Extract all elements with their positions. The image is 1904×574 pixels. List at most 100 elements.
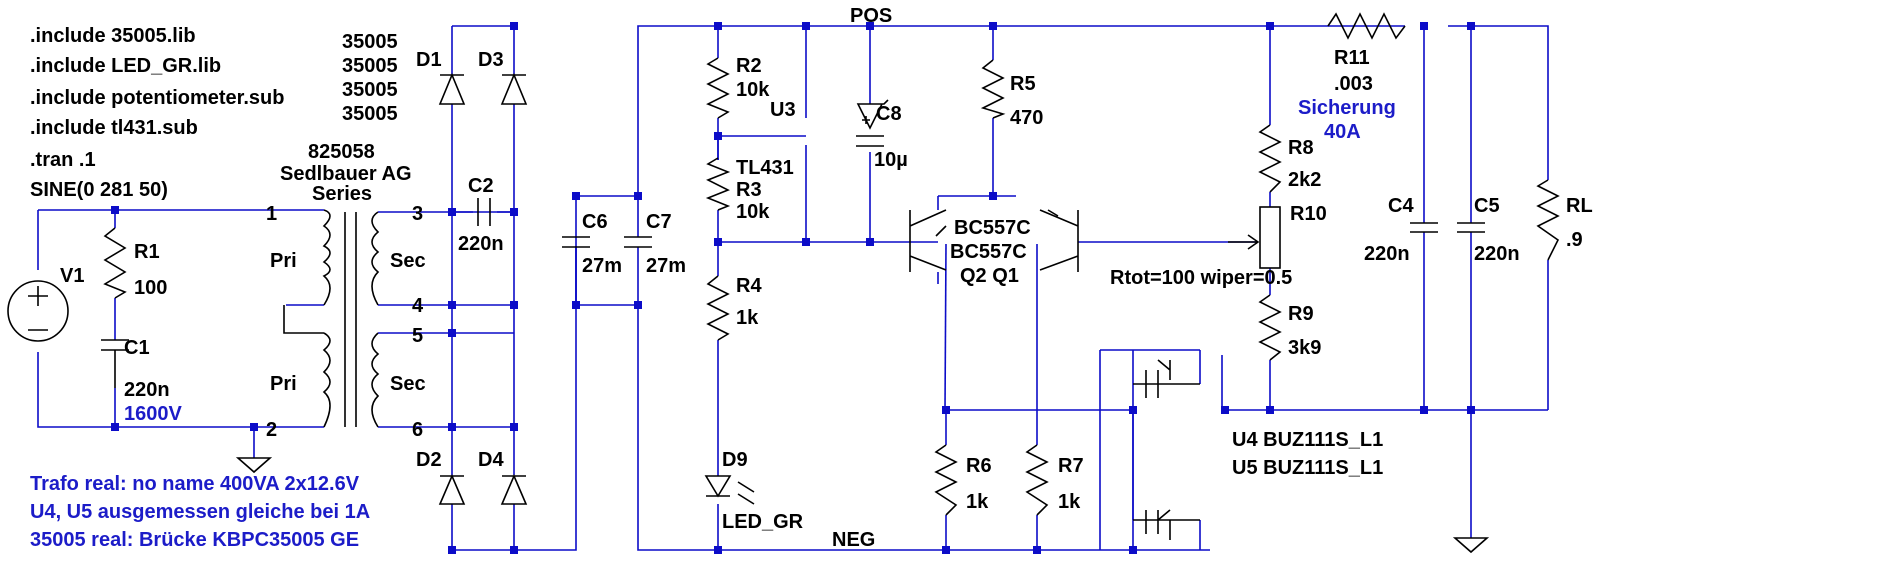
mosfet-u4[interactable] <box>1133 359 1200 398</box>
svg-text:RL: RL <box>1566 195 1593 217</box>
fuse-note: Sicherung <box>1298 97 1396 119</box>
svg-text:R7: R7 <box>1058 455 1084 477</box>
svg-text:D1: D1 <box>416 49 442 71</box>
note-2: 35005 real: Brücke KBPC35005 GE <box>30 529 359 551</box>
transformer-maker: Sedlbauer AG <box>280 163 412 185</box>
svg-text:.003: .003 <box>1334 73 1373 95</box>
svg-text:220n: 220n <box>1474 243 1520 265</box>
directive-1: .include LED_GR.lib <box>30 55 221 77</box>
svg-text:470: 470 <box>1010 107 1043 129</box>
svg-text:R11: R11 <box>1334 47 1370 69</box>
diode-d4[interactable] <box>500 473 528 505</box>
svg-text:C4: C4 <box>1388 195 1414 217</box>
svg-text:R2: R2 <box>736 55 762 77</box>
resistor-r5[interactable] <box>980 59 1006 119</box>
svg-text:C1: C1 <box>124 337 150 359</box>
svg-text:D3: D3 <box>478 49 504 71</box>
svg-text:35005: 35005 <box>342 55 398 77</box>
shunt-regulator-u3[interactable] <box>856 99 889 130</box>
svg-text:R4: R4 <box>736 275 762 297</box>
capacitor-c4[interactable] <box>1410 222 1438 233</box>
resistor-r6[interactable] <box>934 444 958 516</box>
svg-text:D2: D2 <box>416 449 442 471</box>
ground-symbol-out <box>1452 537 1490 554</box>
resistor-r9[interactable] <box>1258 294 1282 361</box>
transformer-pri-1: Pri <box>270 250 297 272</box>
svg-text:35005: 35005 <box>342 103 398 125</box>
svg-text:6: 6 <box>412 419 423 441</box>
svg-text:R8: R8 <box>1288 137 1314 159</box>
resistor-r3[interactable] <box>705 157 731 211</box>
svg-text:27m: 27m <box>582 255 622 277</box>
resistor-r8[interactable] <box>1258 124 1282 193</box>
capacitor-c8[interactable] <box>856 116 884 147</box>
svg-text:R6: R6 <box>966 455 992 477</box>
resistor-r11[interactable] <box>1327 12 1406 40</box>
svg-text:C5: C5 <box>1474 195 1500 217</box>
directive-4: .tran .1 <box>30 149 96 171</box>
resistor-r7[interactable] <box>1025 444 1049 516</box>
ground-symbol <box>235 457 273 474</box>
svg-text:4: 4 <box>412 295 424 317</box>
svg-text:R9: R9 <box>1288 303 1314 325</box>
resistor-r1[interactable] <box>103 227 127 299</box>
svg-text:R10: R10 <box>1290 203 1327 225</box>
potentiometer-r10[interactable] <box>1228 206 1281 269</box>
c1-rating: 1600V <box>124 403 182 425</box>
notes: Trafo real: no name 400VA 2x12.6V U4, U5… <box>30 473 370 551</box>
mosfet-u5[interactable] <box>1133 509 1200 540</box>
transformer[interactable] <box>283 209 380 428</box>
transformer-sec-2: Sec <box>390 373 426 395</box>
capacitor-c1[interactable] <box>101 339 129 388</box>
resistor-r4[interactable] <box>706 275 730 341</box>
svg-text:TL431: TL431 <box>736 157 794 179</box>
svg-text:LED_GR: LED_GR <box>722 511 804 533</box>
transistor-q2[interactable] <box>909 209 947 272</box>
transformer-sec-1: Sec <box>390 250 426 272</box>
svg-text:220n: 220n <box>1364 243 1410 265</box>
transformer-mode: Series <box>312 183 372 205</box>
net-neg: NEG <box>832 529 875 551</box>
directive-0: .include 35005.lib <box>30 25 196 47</box>
svg-text:10µ: 10µ <box>874 149 908 171</box>
svg-text:.9: .9 <box>1566 229 1583 251</box>
svg-text:U4 BUZ111S_L1: U4 BUZ111S_L1 <box>1232 429 1383 451</box>
svg-text:C7: C7 <box>646 211 672 233</box>
transformer-pri-2: Pri <box>270 373 297 395</box>
bridge-models: 35005 35005 35005 35005 <box>342 31 398 125</box>
resistor-r2[interactable] <box>706 57 730 119</box>
led-d9[interactable] <box>704 475 755 505</box>
svg-text:D4: D4 <box>478 449 504 471</box>
transistor-q1[interactable] <box>1039 209 1079 272</box>
svg-text:U3: U3 <box>770 99 796 121</box>
directive-3: .include tl431.sub <box>30 117 198 139</box>
capacitor-c7[interactable] <box>624 236 652 248</box>
svg-text:R1: R1 <box>134 241 160 263</box>
note-1: U4, U5 ausgemessen gleiche bei 1A <box>30 501 370 523</box>
directive-2: .include potentiometer.sub <box>30 87 284 109</box>
svg-text:D9: D9 <box>722 449 748 471</box>
junction-nodes <box>111 22 1475 554</box>
svg-text:5: 5 <box>412 325 423 347</box>
diode-d3[interactable] <box>500 72 528 105</box>
diode-d2[interactable] <box>438 473 466 505</box>
svg-text:1: 1 <box>266 203 277 225</box>
diode-d1[interactable] <box>438 72 466 105</box>
capacitor-c5[interactable] <box>1457 222 1485 233</box>
svg-text:3: 3 <box>412 203 423 225</box>
svg-text:100: 100 <box>134 277 167 299</box>
svg-text:C8: C8 <box>876 103 902 125</box>
pot-param: Rtot=100 wiper=0.5 <box>1110 267 1292 289</box>
svg-text:1k: 1k <box>966 491 989 513</box>
svg-text:10k: 10k <box>736 79 770 101</box>
svg-text:1k: 1k <box>1058 491 1081 513</box>
resistor-rl[interactable] <box>1536 179 1560 261</box>
svg-text:2: 2 <box>266 419 277 441</box>
capacitor-c2[interactable] <box>477 198 491 226</box>
spice-directives: .include 35005.lib .include LED_GR.lib .… <box>30 25 284 201</box>
voltage-source-v1[interactable] <box>7 280 69 342</box>
svg-text:27m: 27m <box>646 255 686 277</box>
capacitor-c6[interactable] <box>562 236 590 248</box>
svg-text:R3: R3 <box>736 179 762 201</box>
